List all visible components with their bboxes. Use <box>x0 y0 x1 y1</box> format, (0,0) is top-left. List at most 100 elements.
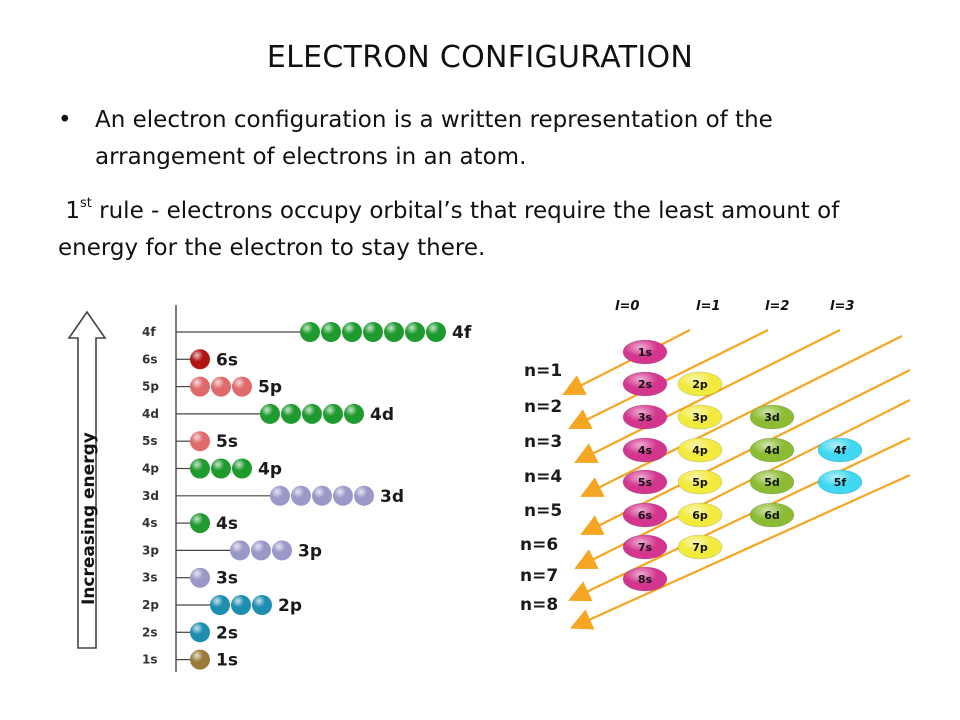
l-headers: l=0 l=1 l=2 l=3 <box>615 299 854 314</box>
orbital-bubble-label-6d: 6d <box>764 509 780 522</box>
orbital-bubble-label-3p: 3p <box>692 411 708 424</box>
energy-level-label-2p: 2p <box>142 598 159 612</box>
increasing-energy-arrow-icon <box>67 310 107 649</box>
increasing-energy-label: Increasing energy <box>79 432 99 605</box>
orbital-bubble-label-6s: 6s <box>638 509 653 522</box>
n-label: n=6 <box>520 535 558 555</box>
orbital-label-4f: 4f <box>452 323 472 343</box>
electron-orbital-shine <box>231 595 251 615</box>
orbital-label-6s: 6s <box>216 350 238 370</box>
electron-orbital-shine <box>211 458 231 479</box>
orbital-bubble-shine <box>623 503 667 527</box>
electron-orbital-shine <box>363 322 383 342</box>
orbital-bubble-label-8s: 8s <box>638 573 653 586</box>
l-header: l=1 <box>696 299 720 314</box>
n-label: n=4 <box>524 467 562 487</box>
orbital-bubble-shine <box>678 438 722 462</box>
energy-level-label-4f: 4f <box>142 325 156 339</box>
energy-level-label-5s: 5s <box>142 434 158 448</box>
orbital-bubble-label-7p: 7p <box>692 541 708 554</box>
orbital-bubble-shine <box>818 470 862 494</box>
orbital-bubble-label-4f: 4f <box>834 444 847 457</box>
orbital-bubble-label-2s: 2s <box>638 378 653 391</box>
n-label: n=7 <box>520 566 558 586</box>
orbital-bubble-shine <box>678 470 722 494</box>
l-header: l=0 <box>615 299 639 314</box>
n-labels: n=1n=2n=3n=4n=5n=6n=7n=8 <box>520 361 562 615</box>
l-header: l=2 <box>765 299 789 314</box>
n-label: n=3 <box>524 432 562 452</box>
orbital-bubble-shine <box>623 567 667 591</box>
electron-orbital-shine <box>333 485 353 506</box>
energy-level-label-4d: 4d <box>142 407 159 421</box>
electron-orbital-shine <box>312 485 332 506</box>
orbital-bubble-shine <box>750 470 794 494</box>
filling-order-arrow <box>569 473 910 630</box>
orbital-bubble-shine <box>750 438 794 462</box>
orbital-bubble-shine <box>750 405 794 429</box>
electron-orbital-shine <box>270 485 290 506</box>
electron-orbital-shine <box>190 376 210 397</box>
orbital-bubble-label-6p: 6p <box>692 509 708 522</box>
electron-orbital-shine <box>190 567 210 588</box>
orbital-bubble-label-2p: 2p <box>692 378 708 391</box>
orbital-bubble-label-5p: 5p <box>692 476 708 489</box>
orbital-bubble-label-5d: 5d <box>764 476 780 489</box>
orbital-bubble-shine <box>623 405 667 429</box>
electron-orbital-shine <box>252 595 272 615</box>
electron-orbital-shine <box>210 595 230 615</box>
electron-orbital-shine <box>342 322 362 342</box>
orbital-label-3s: 3s <box>216 569 238 589</box>
orbital-bubble-shine <box>623 470 667 494</box>
orbital-bubble-shine <box>623 372 667 396</box>
orbital-bubble-shine <box>678 372 722 396</box>
energy-level-label-4p: 4p <box>142 462 159 476</box>
electron-orbital-shine <box>190 513 210 534</box>
electron-orbital-shine <box>300 322 320 342</box>
electron-orbital-shine <box>281 403 301 424</box>
energy-level-label-1s: 1s <box>142 653 158 667</box>
l-header: l=3 <box>830 299 854 314</box>
electron-orbital-shine <box>405 322 425 342</box>
electron-orbital-shine <box>190 431 210 452</box>
filling-order-arrow <box>580 335 903 497</box>
orbital-bubble-shine <box>818 438 862 462</box>
electron-orbital-shine <box>190 349 210 370</box>
orbital-bubble-shine <box>623 438 667 462</box>
electron-orbital-shine <box>260 403 280 424</box>
n-label: n=2 <box>524 397 562 417</box>
rule-text: rule - electrons occupy orbital’s that r… <box>58 198 840 261</box>
electron-orbital-shine <box>354 485 374 506</box>
electron-orbital-shine <box>251 540 271 561</box>
electron-orbital-shine <box>272 540 292 561</box>
orbital-bubble-shine <box>678 535 722 559</box>
orbital-bubble-label-5f: 5f <box>834 476 847 489</box>
electron-orbital-shine <box>384 322 404 342</box>
electron-orbital-shine <box>232 376 252 397</box>
orbital-bubble-label-4d: 4d <box>764 444 780 457</box>
orbital-label-3d: 3d <box>380 487 404 507</box>
rule-number: 1 <box>65 198 80 224</box>
orbital-bubble-shine <box>678 503 722 527</box>
slide-title: ELECTRON CONFIGURATION <box>266 40 694 75</box>
orbital-label-4d: 4d <box>370 405 394 425</box>
n-label: n=8 <box>520 595 558 615</box>
orbital-label-4p: 4p <box>258 460 282 480</box>
electron-orbital-shine <box>323 403 343 424</box>
energy-level-label-3p: 3p <box>142 543 159 557</box>
orbital-bubble-shine <box>678 405 722 429</box>
energy-level-label-3d: 3d <box>142 489 159 503</box>
orbital-bubble-label-4s: 4s <box>638 444 653 457</box>
orbital-label-4s: 4s <box>216 514 238 534</box>
energy-level-label-2s: 2s <box>142 625 158 639</box>
orbital-bubble-shine <box>750 503 794 527</box>
orbital-label-2p: 2p <box>278 596 302 616</box>
electron-orbital-shine <box>321 322 341 342</box>
orbital-bubble-label-3s: 3s <box>638 411 653 424</box>
orbital-bubble-label-7s: 7s <box>638 541 653 554</box>
orbital-bubble-shine <box>623 535 667 559</box>
bullet-text: An electron configuration is a written r… <box>95 107 773 170</box>
